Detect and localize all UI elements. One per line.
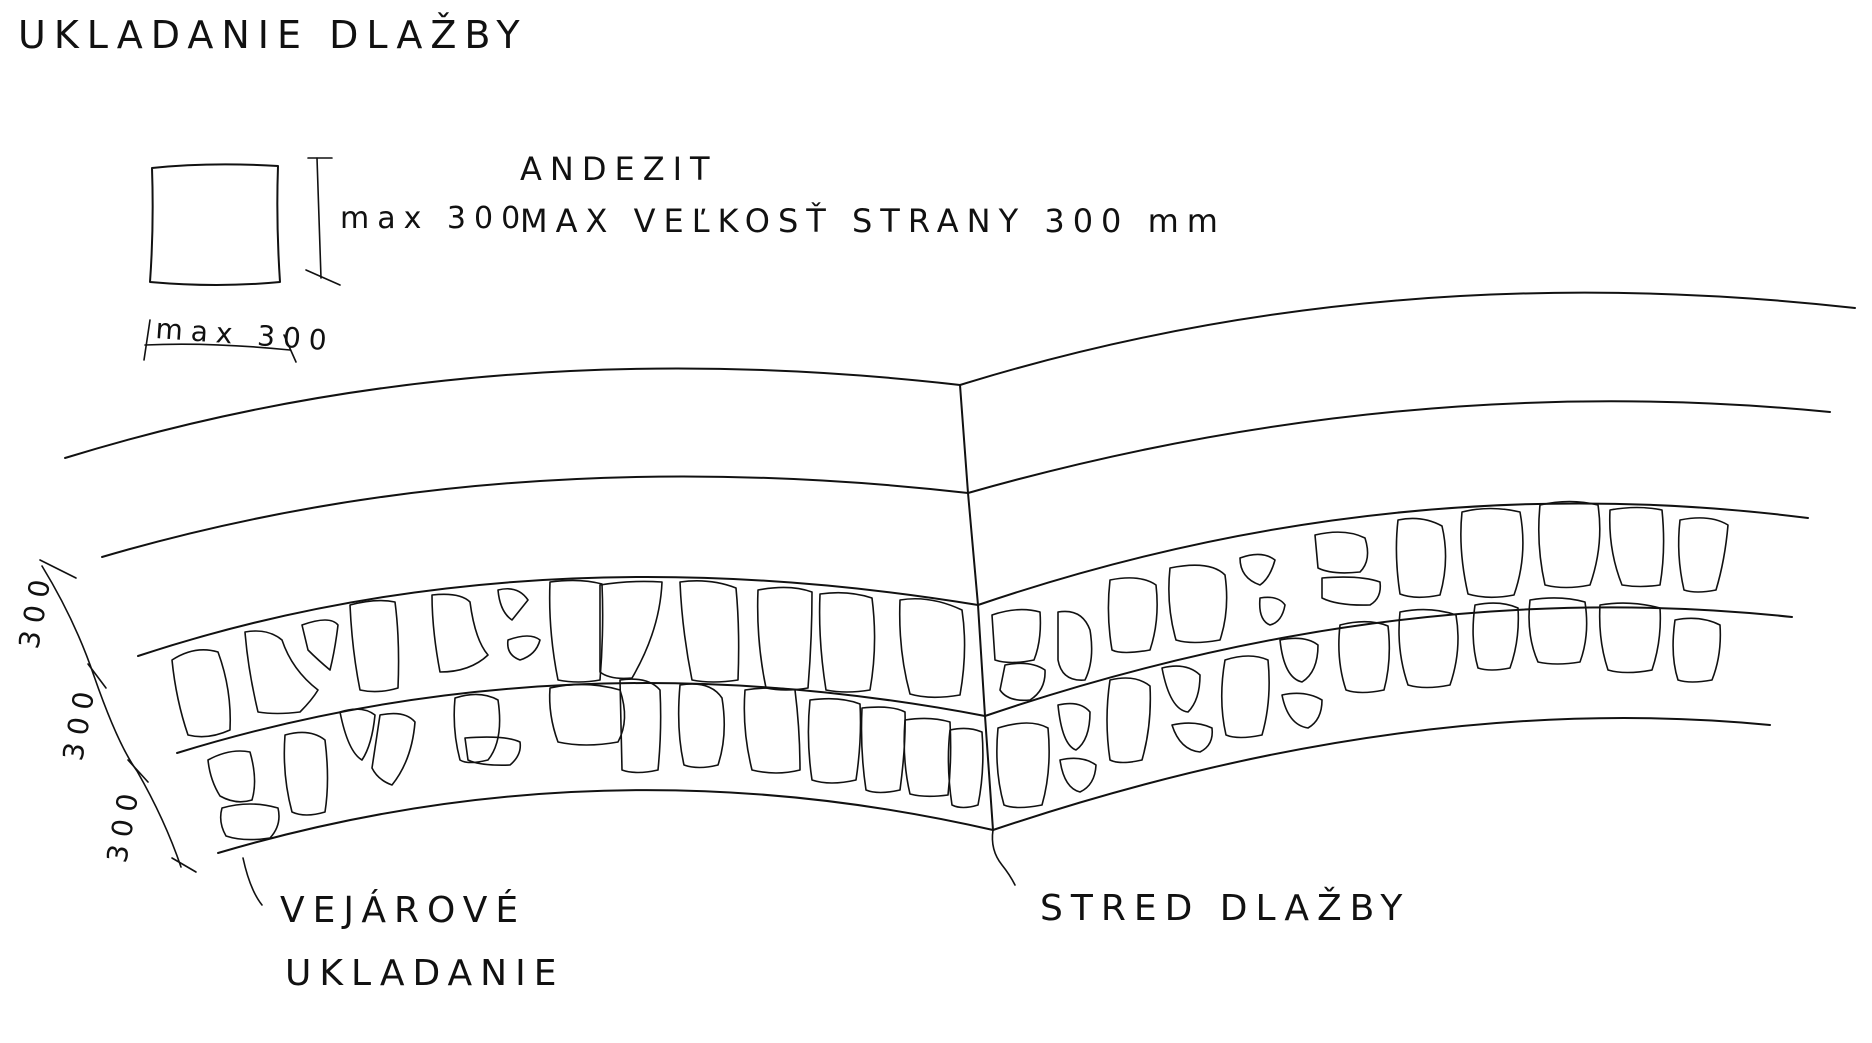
fan-laying-label-line1: VEJÁROVÉ [280,889,526,931]
material-label: ANDEZIT [520,150,718,188]
stone-sample-square [149,163,281,286]
row-dimension-1: 300 [12,569,58,651]
paving-band-left [137,576,994,854]
row-dimension-2: 300 [56,681,102,763]
size-note: MAX VEĽKOSŤ STRANY 300 mm [520,202,1226,240]
side-dimension [305,157,341,286]
fan-laying-leader [242,857,263,906]
row-dimension-3: 300 [100,783,146,865]
center-leader [991,829,1016,886]
center-label: STRED DLAŽBY [1040,887,1410,929]
sketch-title: UKLADANIE DLAŽBY [18,13,528,57]
stones-row2-right [996,597,1722,809]
side-dimension-label: max 300 [340,201,528,236]
paving-band-right [977,502,1809,831]
border-arcs [64,291,1856,558]
stones-row1-right [991,500,1729,702]
row-dimension-line [39,559,197,873]
stones-row2-left [207,678,984,841]
bottom-dimension [143,319,297,363]
fan-laying-label-line2: UKLADANIE [285,953,564,994]
bottom-dimension-label: max 300 [155,312,336,357]
center-axis [959,384,994,831]
stones-row1-left [171,579,966,738]
